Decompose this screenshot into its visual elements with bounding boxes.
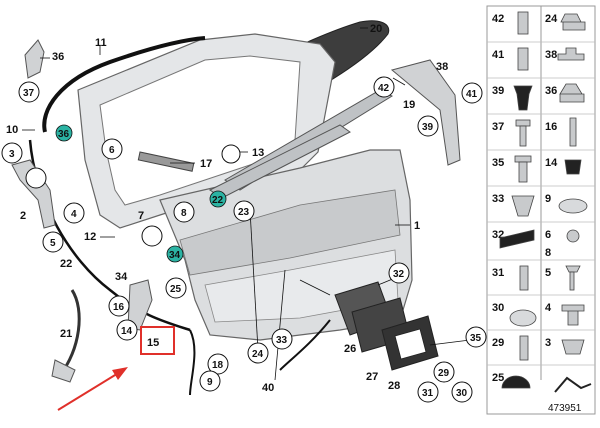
label-21: 21 [60, 328, 72, 340]
teal-label-34: 34 [169, 250, 181, 261]
label-42: 42 [378, 83, 390, 94]
grid-label-42: 42 [492, 13, 504, 25]
label-10: 10 [6, 124, 18, 136]
label-6: 6 [109, 145, 115, 156]
seal-strip-3 [189, 329, 196, 396]
seal-strip [42, 36, 206, 133]
seal-strip-4 [279, 319, 331, 371]
label-20: 20 [370, 23, 382, 35]
grid-label-33: 33 [492, 193, 504, 205]
label-1: 1 [414, 220, 420, 232]
label-5: 5 [50, 238, 56, 249]
grid-label-4: 4 [545, 302, 552, 314]
label-13: 13 [252, 147, 264, 159]
label-12: 12 [84, 231, 96, 243]
label-40: 40 [262, 382, 274, 394]
teal-label-22: 22 [212, 195, 224, 206]
label-11: 11 [95, 37, 107, 49]
grid-label-16: 16 [545, 121, 557, 133]
grid-label-30: 30 [492, 302, 504, 314]
label-30: 30 [456, 388, 468, 399]
grid-label-41: 41 [492, 49, 504, 61]
teal-callouts [55, 124, 227, 263]
label-37: 37 [23, 88, 35, 99]
gas-strut [137, 151, 195, 172]
teal-label-36: 36 [58, 129, 70, 140]
grid-label-9: 9 [545, 193, 551, 205]
label-16: 16 [113, 302, 125, 313]
label-7: 7 [138, 210, 144, 222]
grid-label-38: 38 [545, 49, 557, 61]
label-25: 25 [170, 284, 182, 295]
plate-frame-inner [394, 328, 427, 360]
label-39: 39 [422, 122, 434, 133]
label-9: 9 [207, 377, 213, 388]
grid-label-6: 6 [545, 229, 551, 241]
grid-label-14: 14 [545, 157, 558, 169]
label-31: 31 [422, 388, 434, 399]
circled-labels [1, 76, 487, 403]
grid-part-icons [499, 11, 592, 393]
drawing-number: 473951 [548, 403, 582, 414]
label-4: 4 [71, 209, 77, 220]
label-22: 22 [60, 258, 72, 270]
label-28: 28 [388, 380, 400, 392]
label-34: 34 [115, 271, 128, 283]
red-arrow [57, 367, 128, 411]
label-14: 14 [121, 326, 133, 337]
label-24: 24 [252, 349, 264, 360]
label-38: 38 [436, 61, 448, 73]
label-26: 26 [344, 343, 356, 355]
label-18: 18 [212, 360, 224, 371]
grid-label-37: 37 [492, 121, 504, 133]
grid-label-36: 36 [545, 85, 557, 97]
highlight-box-15 [140, 326, 175, 355]
label-2: 2 [20, 210, 26, 222]
bracket-36 [24, 39, 45, 79]
grid-label-31: 31 [492, 267, 504, 279]
hinge-bracket [390, 59, 461, 166]
leader-lines [22, 27, 471, 381]
label-36: 36 [52, 51, 64, 63]
label-3: 3 [9, 149, 15, 160]
label-15: 15 [147, 337, 159, 349]
bracket-3-2 [11, 159, 56, 229]
grid-label-25: 25 [492, 372, 504, 384]
grid-label-3: 3 [545, 337, 551, 349]
grid-label-5: 5 [545, 267, 551, 279]
label-29: 29 [438, 368, 450, 379]
label-8: 8 [181, 208, 187, 219]
label-27: 27 [366, 371, 378, 383]
cable-21-end [51, 359, 76, 383]
label-35: 35 [470, 333, 482, 344]
label-32: 32 [393, 269, 405, 280]
grid-label-35: 35 [492, 157, 504, 169]
label-19: 19 [403, 99, 415, 111]
grid-label-24: 24 [545, 13, 558, 25]
label-41: 41 [466, 89, 478, 100]
grid-label-29: 29 [492, 337, 504, 349]
grid-label-8: 8 [545, 247, 551, 259]
label-33: 33 [276, 335, 288, 346]
tailgate-inner-rib [179, 189, 401, 276]
label-17: 17 [200, 158, 212, 170]
label-23: 23 [238, 207, 250, 218]
grid-label-39: 39 [492, 85, 504, 97]
